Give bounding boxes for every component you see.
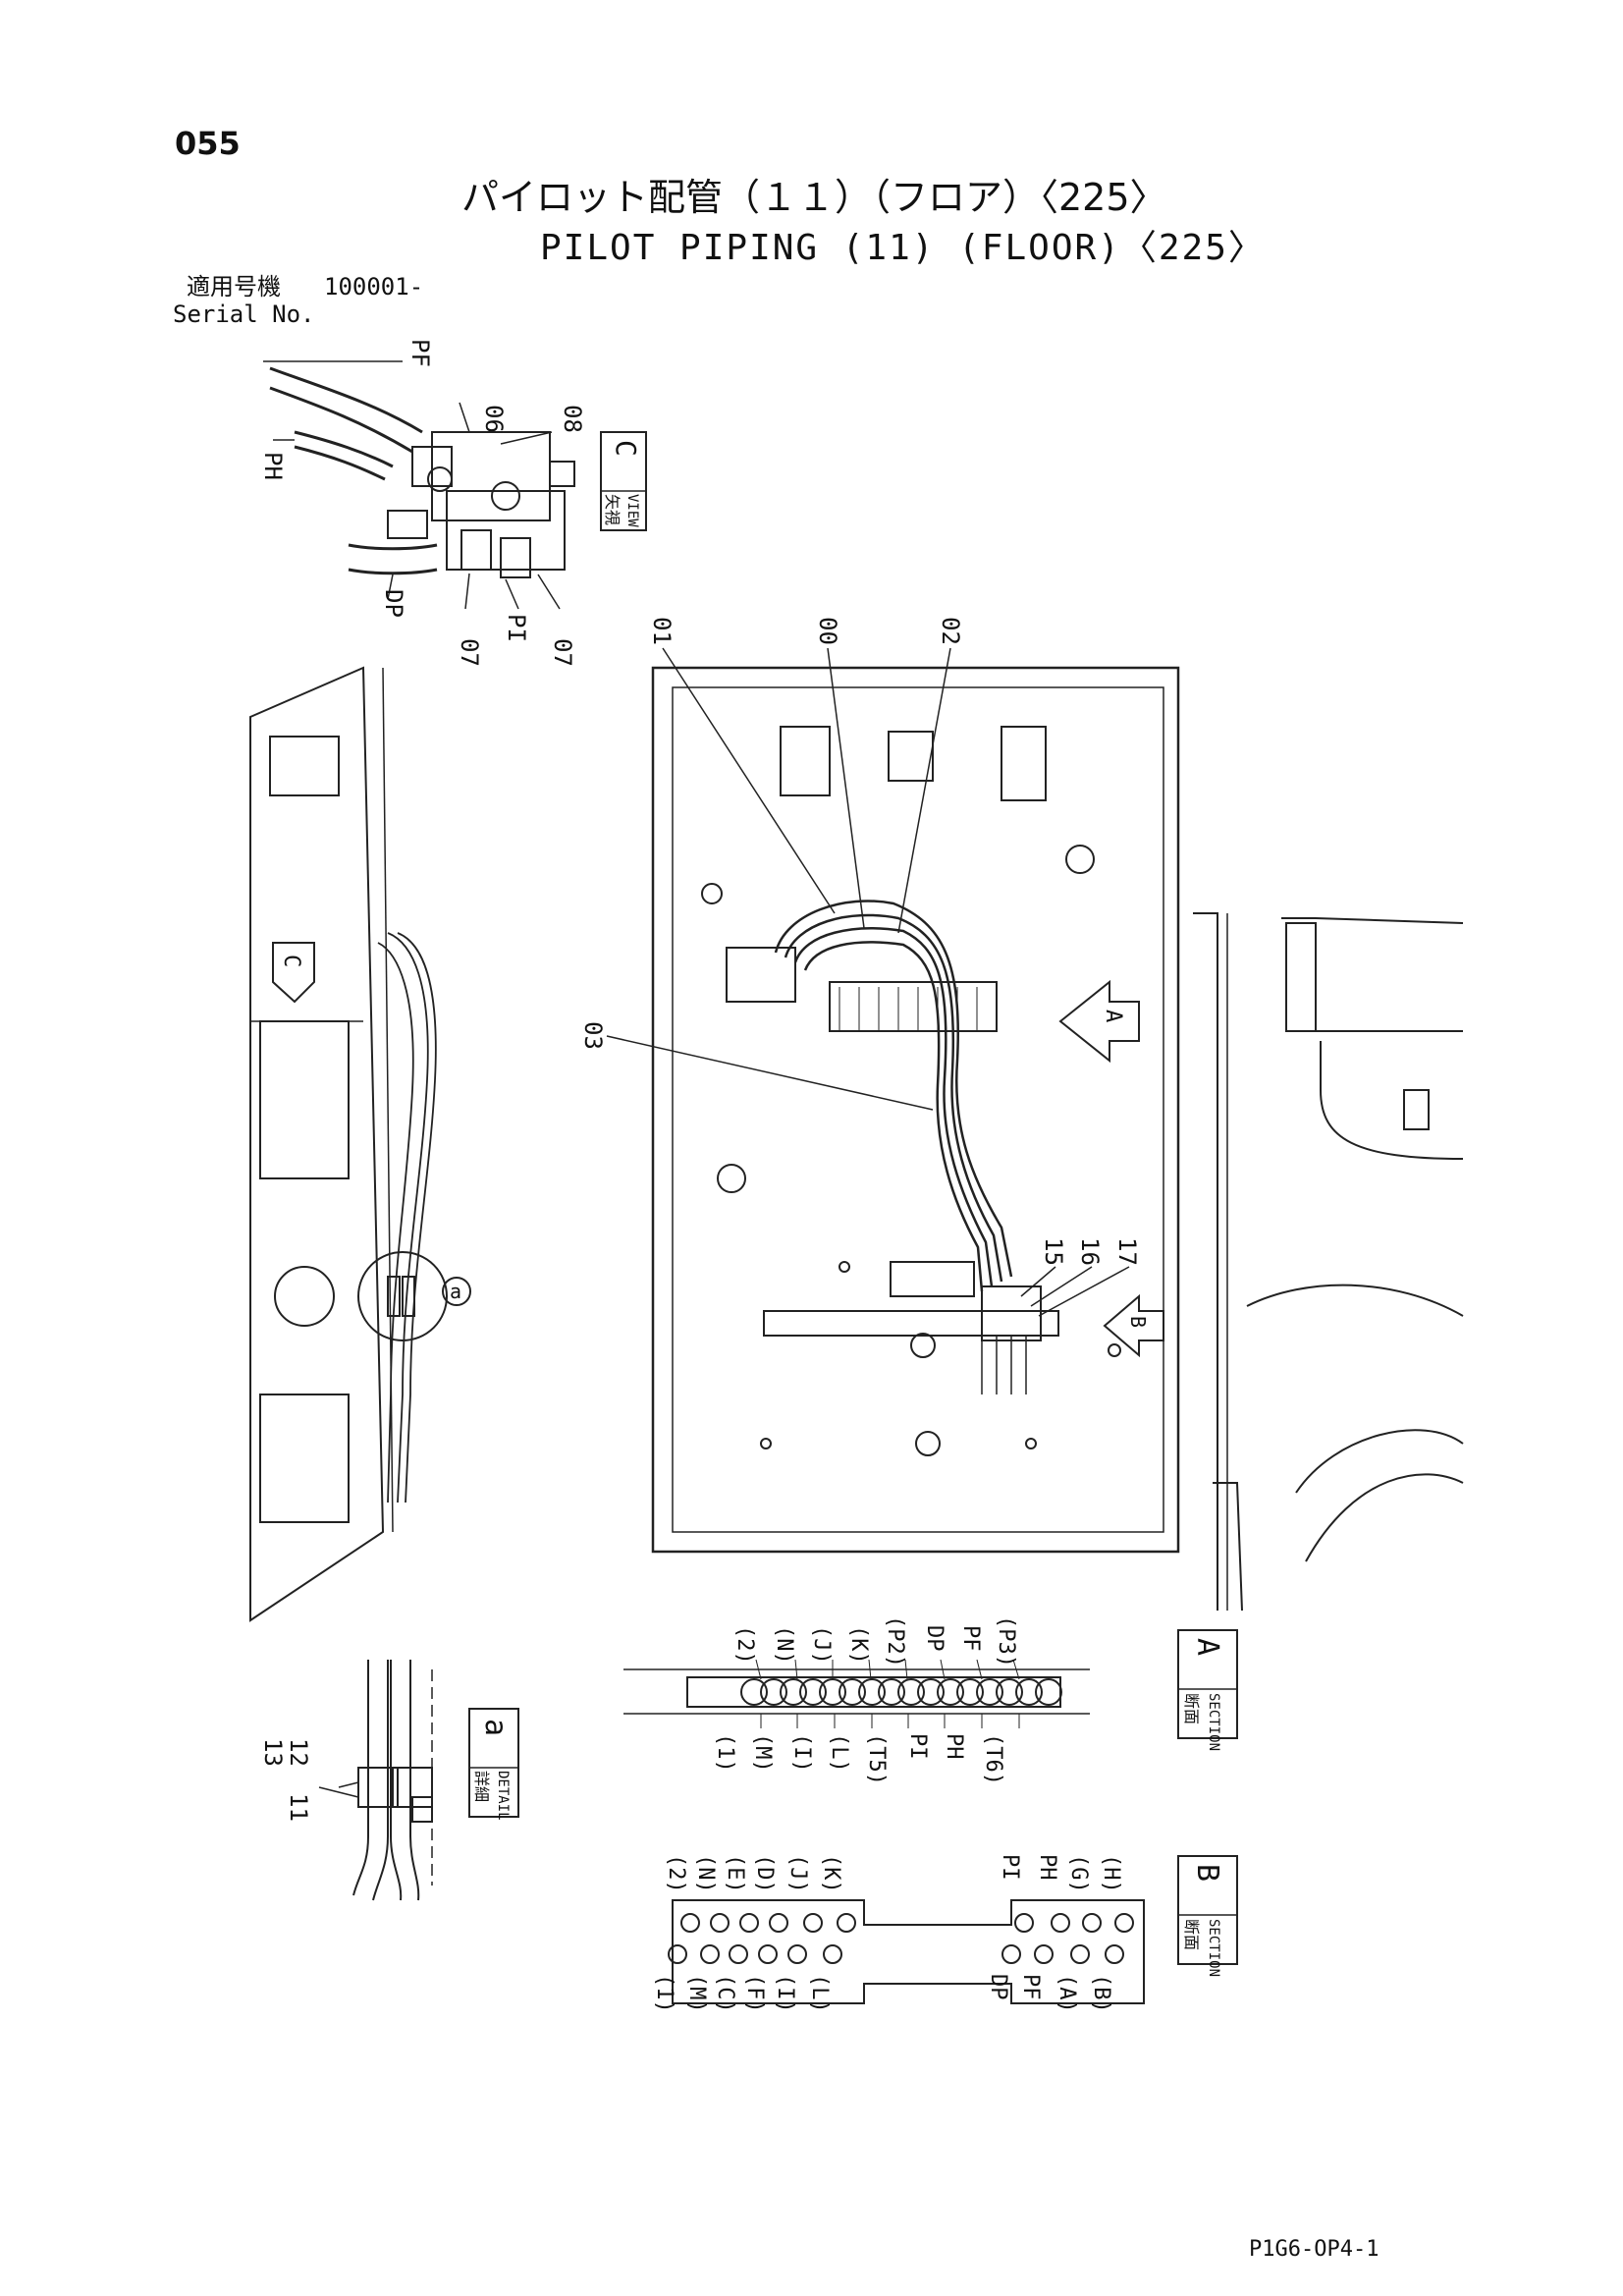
view-c-label-en: VIEW [624,494,640,527]
section-a-arrow-letter: A [1101,1010,1125,1022]
detail-a-box-letter: a [478,1719,513,1736]
view-c-label-jp: 矢視 [603,494,622,525]
section-b-left-bottom-labels: (1) (M) (C) (F) (I) (L) [652,1974,832,2013]
section-b-left-top-3: (D) [752,1854,777,1893]
label-port-ph-viewc: PH [259,452,287,480]
floor-plan: 01 00 02 03 15 16 17 A B [579,617,1180,1554]
section-a-top-3: (K) [846,1625,871,1665]
section-a-bottom-4: (T5) [864,1733,889,1785]
label-port-pi-viewc: PI [503,614,530,642]
serial-label-english: Serial No. [173,301,315,328]
label-part-02: 02 [937,617,964,645]
section-b-box-en: SECTION [1206,1919,1221,1977]
detail-a-box-en: DETAIL [495,1771,511,1821]
right-frame [1193,912,1464,1612]
label-part-00: 00 [814,617,841,645]
section-a-bottom-7: (T6) [981,1733,1005,1785]
view-c-letter: C [610,440,642,457]
title-japanese: パイロット配管（１１）（フロア）〈225〉 [461,176,1167,219]
section-b-left-top-5: (K) [819,1854,843,1893]
section-a-top-2: (J) [809,1625,834,1665]
section-a-top-6: PF [958,1625,983,1652]
page-number: 055 [175,125,241,162]
section-a-bottom-1: (M) [750,1733,775,1773]
section-a-bottom-3: (L) [827,1733,851,1773]
section-a-bottom-0: (1) [713,1733,737,1773]
label-part-07-left: 07 [456,638,483,667]
detail-a-callout: a [450,1280,461,1303]
section-a-bottom-6: PH [942,1733,966,1760]
section-b-left-top-2: (E) [723,1854,747,1893]
section-b-right-top-labels: PI PH (G) (H) [998,1854,1123,1893]
serial-number-value: 100001- [324,273,424,301]
section-b-box-jp: 断面 [1182,1919,1201,1950]
section-b-right-bottom-labels: DP PF (A) (B) [986,1974,1113,2013]
section-b-right-top-1: PH [1035,1854,1059,1881]
label-part-11: 11 [285,1793,312,1822]
section-b-right-top-2: (G) [1066,1854,1091,1893]
label-part-15: 15 [1040,1237,1067,1266]
section-a-bottom-2: (I) [789,1733,814,1773]
serial-label-japanese: 適用号機 [187,273,281,301]
label-part-17: 17 [1113,1237,1141,1266]
section-b-right-top-0: PI [998,1854,1022,1881]
section-b-left-bottom-2: (C) [713,1974,737,2013]
detail-a-box-jp: 詳細 [472,1771,491,1802]
section-b-left-bottom-3: (F) [742,1974,767,2013]
section-b-arrow-letter: B [1126,1316,1150,1328]
section-a-bottom-labels: (1) (M) (I) (L) (T5) PI PH (T6) [713,1733,1005,1785]
label-part-16: 16 [1076,1237,1104,1266]
label-part-12: 12 [285,1738,312,1767]
section-b-right-bottom-3: (B) [1089,1974,1113,2013]
section-a-top-5: DP [922,1625,947,1652]
label-part-07-right: 07 [549,638,576,667]
section-b-right-top-3: (H) [1099,1854,1123,1893]
view-c-detail: 06 08 07 07 PF PH DP PI 矢視 VIEW C [259,339,647,667]
label-part-01: 01 [648,617,676,645]
view-c-arrow-letter: C [279,955,303,967]
section-b-left-bottom-4: (I) [773,1974,797,2013]
section-a-bottom-5: PI [905,1733,930,1760]
label-part-06: 06 [480,405,508,433]
section-a-box-letter: A [1190,1638,1224,1656]
label-port-dp-viewc: DP [380,589,407,618]
section-b-left-top-1: (N) [693,1854,718,1893]
section-a: (2) (N) (J) (K) (P2) DP PF (P3) (1) (M) … [623,1615,1238,1785]
section-b-left-bottom-0: (1) [652,1974,676,2013]
section-a-box-jp: 断面 [1182,1693,1201,1724]
section-b-left-bottom-5: (L) [807,1974,832,2013]
section-b-left-top-4: (J) [785,1854,810,1893]
side-elevation: a C [249,666,471,1622]
detail-a: 13 12 11 詳細 DETAIL a [259,1660,519,1901]
section-b-box-letter: B [1190,1864,1224,1882]
section-a-top-4: (P2) [883,1615,907,1667]
section-b-right-bottom-2: (A) [1055,1974,1079,2013]
section-a-box-en: SECTION [1206,1693,1221,1751]
section-b-left-bottom-1: (M) [684,1974,709,2013]
title-english: PILOT PIPING (11) (FLOOR)〈225〉 [540,228,1266,268]
section-b-right-bottom-0: DP [986,1974,1010,2000]
document-reference: P1G6-OP4-1 [1249,2237,1380,2262]
label-part-13: 13 [259,1738,287,1767]
section-a-top-7: (P3) [994,1615,1018,1667]
section-b: (2) (N) (E) (D) (J) (K) (1) (M) (C) (F) … [652,1854,1238,2013]
section-b-left-top-labels: (2) (N) (E) (D) (J) (K) [664,1854,843,1893]
section-b-right-bottom-1: PF [1018,1974,1043,2000]
label-part-03: 03 [579,1021,607,1050]
section-a-top-0: (2) [732,1625,757,1665]
section-a-top-1: (N) [772,1625,796,1665]
label-port-pf-viewc: PF [406,339,434,367]
label-part-08: 08 [559,405,586,433]
section-b-left-top-0: (2) [664,1854,688,1893]
section-a-top-labels: (2) (N) (J) (K) (P2) DP PF (P3) [732,1615,1018,1667]
